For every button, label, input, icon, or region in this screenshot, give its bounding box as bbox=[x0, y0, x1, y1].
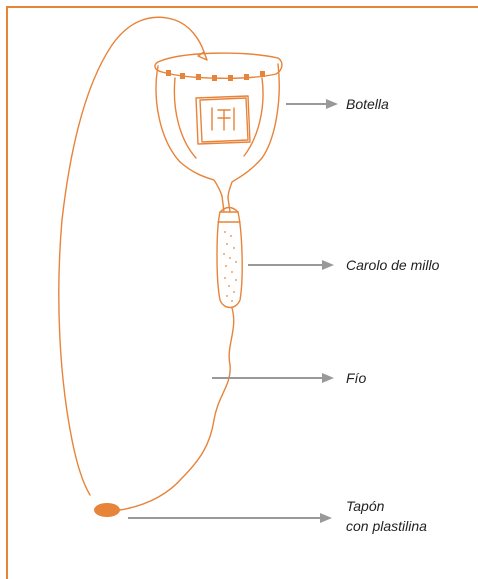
rim-mark bbox=[180, 73, 185, 79]
label-corncob: Carolo de millo bbox=[346, 256, 439, 274]
cap-plasticine bbox=[94, 503, 120, 517]
bottle-label bbox=[196, 96, 250, 144]
arrow-bottle-head bbox=[326, 99, 338, 109]
rim-mark bbox=[228, 75, 233, 81]
rim-mark bbox=[244, 74, 249, 80]
rim-pattern bbox=[166, 70, 265, 81]
loop-string bbox=[59, 17, 204, 495]
hanging-string bbox=[120, 308, 234, 510]
label-cap-line2: con plastilina bbox=[346, 516, 427, 536]
rim-mark bbox=[212, 75, 217, 81]
bottle-label-mark bbox=[212, 108, 234, 130]
label-bottle: Botella bbox=[346, 95, 389, 113]
arrow-cap-head bbox=[320, 513, 332, 523]
label-cap: Tapón con plastilina bbox=[346, 496, 427, 536]
corncob-wrap bbox=[218, 212, 240, 222]
label-cap-line1: Tapón bbox=[346, 496, 427, 516]
arrow-corncob-head bbox=[322, 260, 334, 270]
arrow-string-head bbox=[322, 373, 334, 383]
rim-mark bbox=[260, 71, 265, 77]
rim-mark bbox=[166, 70, 171, 76]
rim-mark bbox=[196, 74, 201, 80]
label-string: Fío bbox=[346, 369, 366, 387]
corncob-kernels bbox=[223, 231, 237, 302]
